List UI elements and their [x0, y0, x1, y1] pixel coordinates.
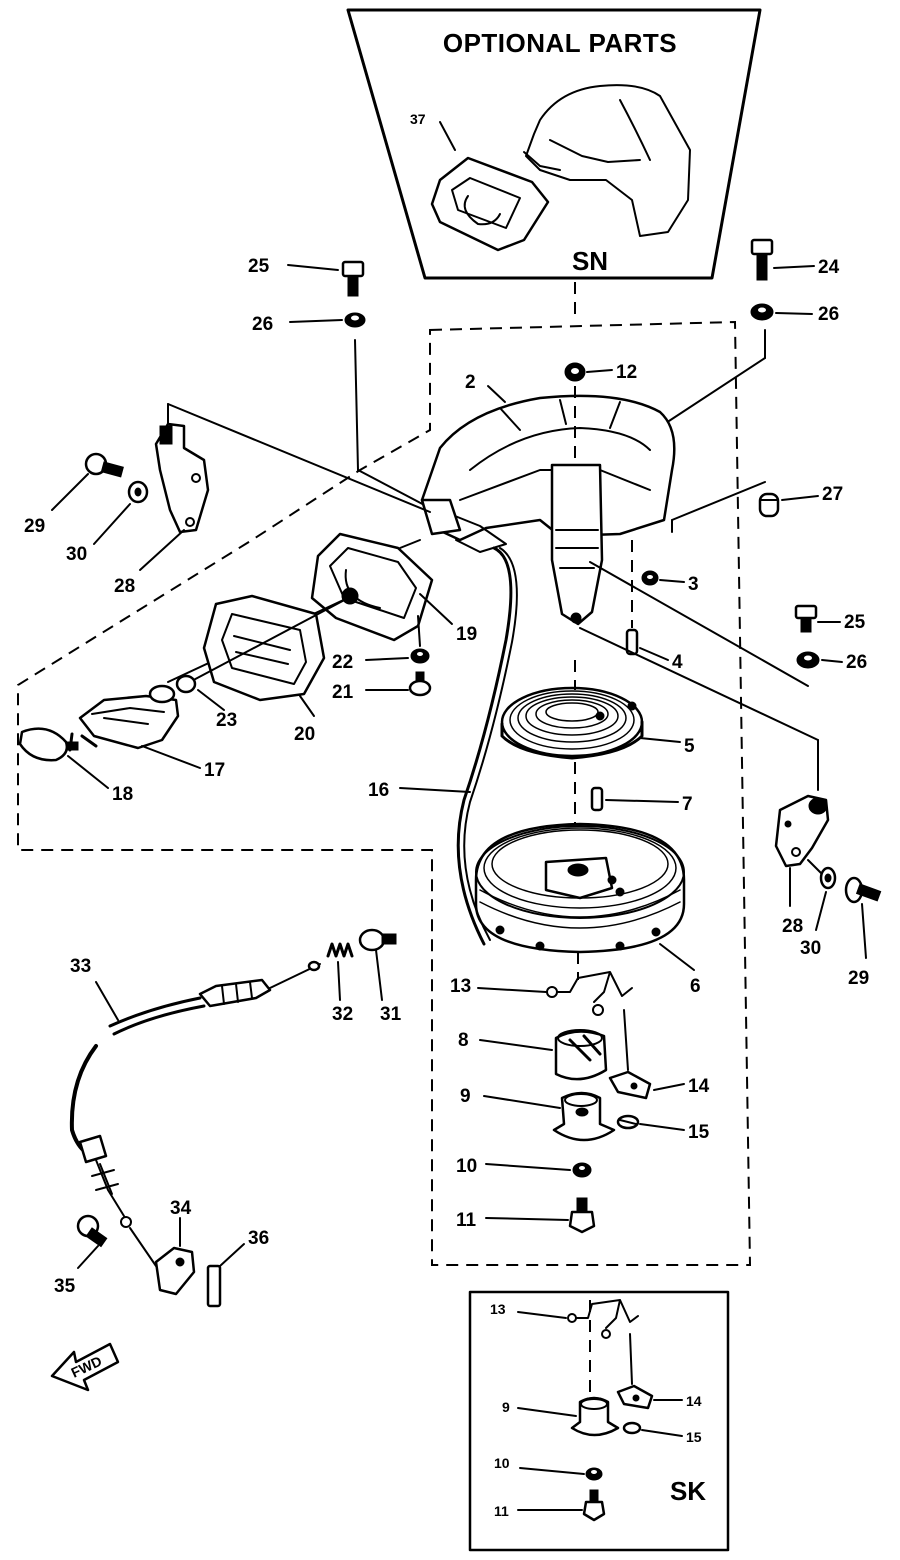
callout-31: 31 [380, 1004, 402, 1025]
sk-callout-14: 14 [686, 1393, 702, 1409]
part-5-spiral-spring [500, 686, 644, 760]
washer-30-right [819, 866, 837, 890]
callout-37: 37 [410, 111, 426, 127]
washer-26-left [344, 312, 366, 328]
callout-26-right-top: 26 [818, 304, 839, 325]
callout-25-left: 25 [248, 256, 270, 277]
part-14-pawl [608, 1070, 652, 1100]
callout-36: 36 [248, 1228, 269, 1249]
part-32-spring [326, 942, 354, 958]
washer-3 [641, 570, 659, 586]
washer-10 [572, 1162, 592, 1178]
pin-7 [590, 786, 604, 812]
sk-callout-10: 10 [494, 1455, 510, 1471]
bolt-29-right [844, 876, 882, 904]
part-28-bracket-left [154, 422, 210, 534]
bolt-25-right [794, 604, 818, 633]
part-19-rope-guide [310, 532, 434, 642]
clip-15 [616, 1114, 640, 1130]
nut-12 [564, 362, 586, 382]
part-6-pulley [474, 822, 686, 954]
optional-parts-panel: OPTIONAL PARTS SN 37 [346, 8, 762, 280]
sk-inset-panel: SK 13 9 14 15 10 11 [468, 1290, 730, 1552]
callout-19: 19 [456, 624, 477, 645]
bolt-11 [568, 1197, 596, 1234]
callout-12: 12 [616, 362, 637, 383]
callout-28-right: 28 [782, 916, 803, 937]
screw-21 [408, 671, 432, 697]
callout-5: 5 [684, 736, 695, 757]
callout-26-left: 26 [252, 314, 273, 335]
callout-17: 17 [204, 760, 225, 781]
callout-2: 2 [465, 372, 476, 393]
callout-22: 22 [332, 652, 353, 673]
callout-6: 6 [690, 976, 701, 997]
callout-35: 35 [54, 1276, 76, 1297]
part-34-lever [154, 1246, 196, 1296]
washer-30-left [127, 480, 149, 504]
callout-21: 21 [332, 682, 354, 703]
callout-32: 32 [332, 1004, 353, 1025]
callout-9: 9 [460, 1086, 471, 1107]
part-23-spacer [175, 674, 197, 694]
callout-30-left: 30 [66, 544, 87, 565]
sk-callout-13: 13 [490, 1301, 506, 1317]
sk-label: SK [670, 1476, 706, 1506]
callout-8: 8 [458, 1030, 469, 1051]
sk-callout-15: 15 [686, 1429, 702, 1445]
callout-14: 14 [688, 1076, 710, 1097]
part-18-plate [18, 727, 69, 762]
part-36-pin [206, 1264, 222, 1308]
fwd-arrow: FWD [50, 1342, 120, 1392]
tiller-sketch [523, 84, 691, 237]
callout-30-right: 30 [800, 938, 821, 959]
callout-11: 11 [456, 1210, 477, 1231]
callout-20: 20 [294, 724, 315, 745]
callout-3: 3 [688, 574, 699, 595]
bolt-24 [750, 238, 774, 281]
callout-13: 13 [450, 976, 471, 997]
callout-28-left: 28 [114, 576, 135, 597]
callout-4: 4 [672, 652, 683, 673]
part-31-end [358, 928, 397, 952]
assembly-boundary [17, 320, 752, 1266]
part-28-bracket-right [774, 794, 830, 868]
part-20-grommet [202, 594, 326, 702]
callout-16: 16 [368, 780, 389, 801]
callout-27: 27 [822, 484, 843, 505]
washer-22 [410, 648, 430, 664]
spring-13 [546, 971, 633, 1016]
callout-10: 10 [456, 1156, 477, 1177]
callout-15: 15 [688, 1122, 710, 1143]
callout-7: 7 [682, 794, 693, 815]
part-33-cable [69, 960, 321, 1228]
part-9-bushing [552, 1091, 616, 1142]
part-27 [758, 492, 780, 518]
sk-callout-9: 9 [502, 1399, 510, 1415]
callout-29-left: 29 [24, 516, 45, 537]
sk-callout-11: 11 [494, 1503, 509, 1519]
part-37-grip [430, 156, 550, 252]
part-2-starter-case [420, 394, 676, 626]
pin-4 [625, 628, 639, 656]
part-17-handle [65, 684, 180, 752]
bolt-25-left [341, 260, 365, 297]
part-8-drive-cam [554, 1029, 608, 1081]
callout-33: 33 [70, 956, 91, 977]
callout-23: 23 [216, 710, 237, 731]
washer-26-right-top [750, 303, 774, 321]
callout-25-right: 25 [844, 612, 866, 633]
callout-29-right: 29 [848, 968, 869, 989]
callout-24: 24 [818, 257, 840, 278]
part-16-rope [456, 546, 513, 946]
washer-26-right-lower [796, 651, 820, 669]
optional-parts-title: OPTIONAL PARTS [443, 28, 677, 58]
bolt-29-left [84, 452, 124, 478]
sn-label: SN [572, 246, 608, 276]
callout-26-right-lower: 26 [846, 652, 867, 673]
part-35-screw [76, 1214, 108, 1248]
callout-34: 34 [170, 1198, 192, 1219]
callout-18: 18 [112, 784, 133, 805]
